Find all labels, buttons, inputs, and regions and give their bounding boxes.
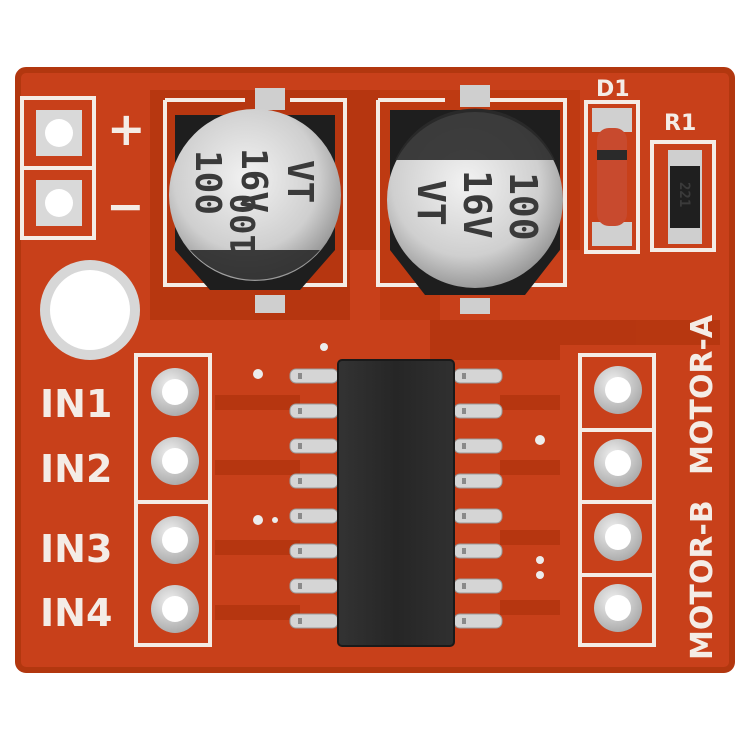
ic-pin-shade	[462, 548, 466, 554]
ic-pin	[289, 368, 339, 384]
cap1-series-text: VT	[279, 160, 320, 203]
ic-pin	[289, 473, 339, 489]
ic-pin	[289, 438, 339, 454]
ic-pin-shade	[462, 513, 466, 519]
ic-pin-shade	[462, 583, 466, 589]
cap1-value-text: 100	[187, 150, 228, 215]
ic-pin-shade	[462, 443, 466, 449]
resistor-r1: 221	[650, 140, 716, 252]
ic-pin-shade	[298, 478, 302, 484]
ic-pin	[289, 543, 339, 559]
in4-label: IN4	[40, 591, 112, 635]
ic-pin-shade	[298, 443, 302, 449]
ic-pin	[289, 578, 339, 594]
diode-d1	[584, 100, 640, 254]
ic-pin-shade	[462, 408, 466, 414]
ic-pin	[453, 438, 503, 454]
ic-pin	[453, 403, 503, 419]
r1-label: R1	[664, 111, 696, 136]
ic-pin	[289, 508, 339, 524]
mounting-hole	[40, 260, 140, 360]
cap2-value-text: 100	[501, 172, 545, 241]
cap1-value: 100	[224, 194, 264, 255]
in1-label: IN1	[40, 382, 112, 426]
ic-pins-right	[453, 368, 503, 629]
plus-label: +	[107, 102, 146, 156]
ic-pin	[453, 368, 503, 384]
motor-b-label: MOTOR-B	[685, 500, 720, 660]
cap1-voltage-text: 16V	[233, 148, 274, 213]
motor-header	[594, 366, 642, 632]
ic-pin-shade	[298, 548, 302, 554]
input-header	[151, 368, 199, 633]
cap2-series-text: VT	[409, 180, 453, 226]
ic-pin-shade	[298, 618, 302, 624]
capacitor-c1-label: 100 16V VT	[187, 148, 320, 215]
ic-pin-shade	[298, 408, 302, 414]
ic-pin	[453, 473, 503, 489]
capacitor-c1: 100	[169, 88, 341, 313]
ic-pin-shade	[298, 513, 302, 519]
ic-pin-shade	[298, 583, 302, 589]
ic-pins-left	[289, 368, 339, 629]
ic-pin-shade	[462, 373, 466, 379]
ic-pin-shade	[462, 478, 466, 484]
vias	[253, 343, 545, 579]
minus-label: −	[106, 179, 145, 233]
driver-ic-chip	[338, 360, 454, 646]
ic-pin	[453, 613, 503, 629]
ic-pin	[453, 578, 503, 594]
in3-label: IN3	[40, 527, 112, 571]
in2-label: IN2	[40, 447, 112, 491]
ic-pin	[289, 613, 339, 629]
r1-code: 221	[676, 182, 692, 207]
capacitor-c2: 100 16V VT	[387, 85, 563, 314]
silkscreen-outlines	[20, 96, 656, 647]
ic-pin	[289, 403, 339, 419]
ic-pin-shade	[462, 618, 466, 624]
ic-pin-shade	[298, 373, 302, 379]
power-header	[36, 110, 82, 226]
cap2-voltage-text: 16V	[455, 170, 499, 239]
ic-pin	[453, 508, 503, 524]
ic-pin	[453, 543, 503, 559]
motor-a-label: MOTOR-A	[685, 314, 720, 475]
d1-label: D1	[596, 77, 630, 102]
